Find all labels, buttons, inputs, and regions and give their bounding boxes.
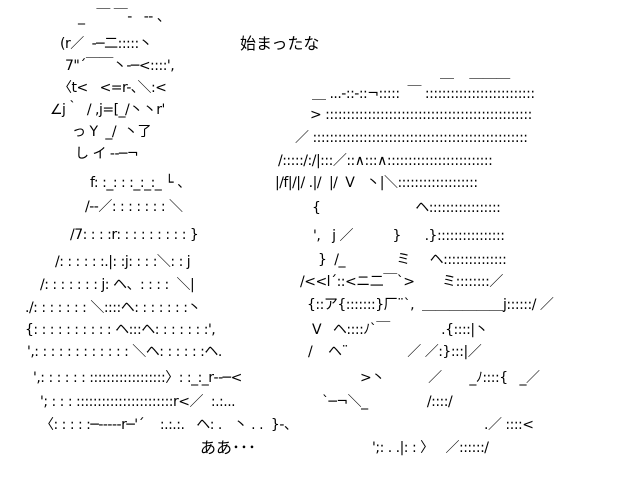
art-line: } /_ ミ ヘ::::::::::::::: <box>318 252 507 268</box>
art-line: ∠j｀ / ,j=[_/丶丶r' <box>50 102 165 118</box>
art-line: >丶 ／ _ﾉ::::{ _／ <box>360 370 540 386</box>
art-line: > ::::::::::::::::::::::::::::::::::::::… <box>310 107 532 123</box>
art-line: f: :_: : :_:_:_ └ 、 <box>90 175 191 191</box>
art-line: |/f|/|/ .|/ |/ V 丶|＼::::::::::::::::::: <box>275 175 478 191</box>
art-line: ';: . .|: : 〉 ／::::::/ <box>372 440 489 456</box>
art-line: 〈t< <=r-､＼:< <box>58 80 167 96</box>
art-line: ＿ ＿＿＿ <box>440 65 510 81</box>
art-line: { ヘ::::::::::::::::: <box>312 200 501 216</box>
art-line: /: : : : : :.|: :j: : : :＼: : j <box>55 254 191 270</box>
art-line: /‐‐／: : : : : : : ＼ <box>85 199 183 215</box>
art-line: ./: : : : : : : ＼::::ヘ: : : : : : :丶 <box>25 300 201 316</box>
art-line: / ヘ¨ ／ ／:}:::|／ <box>308 344 482 360</box>
art-line: (r／ ‐─二:::::丶 <box>60 36 153 52</box>
art-line: {::ア{:::::::}厂¨`, ＿＿＿＿＿＿j::::::/ ／ <box>307 297 554 313</box>
art-line: .／ ::::< <box>484 417 534 433</box>
art-line: /: : : : : : : j: ヘ、: : : : ＼| <box>40 277 195 293</box>
art-line: っ Y _/ 丶了 <box>72 124 152 140</box>
art-line: 〈: : : : :─‐‐‐--r─'´ :.:.:. ヘ: . 丶 . . }… <box>40 417 298 433</box>
art-line: ',: : : : : : : : : : : : ＼ヘ: : : : : :ヘ… <box>27 344 222 360</box>
art-line: V ヘ::::ﾉ`￣ .{::::|丶 <box>312 322 489 338</box>
art-line: /7: : : :r: : : : : : : : : } <box>70 227 199 243</box>
art-line: ',: : : : : : ::::::::::::::::::〉: :_:_r… <box>33 370 242 386</box>
art-line: {: : : : : : : : : : ヘ:::ヘ: : : : : : :'… <box>25 322 216 338</box>
art-line: `─¬＼_ /::::/ <box>322 394 453 410</box>
art-line: '; : : : :::::::::::::::::::::::r<／ :.:.… <box>40 394 236 410</box>
art-line: _ ￣ ￣‐ -‐ 、 <box>78 9 171 25</box>
art-line: ', j ／ } .}:::::::::::::::: <box>313 228 505 244</box>
art-line: ／ ::::::::::::::::::::::::::::::::::::::… <box>295 130 528 146</box>
speech-start: 始まったな <box>240 34 320 53</box>
art-line: 7"´￣￣丶‐─<::::', <box>65 58 175 74</box>
art-line: /:::::/:/|:::／::∧:::∧:::::::::::::::::::… <box>278 153 493 169</box>
speech-reply: ああ･･･ <box>200 438 257 457</box>
art-line: し イ ‐‐─¬ <box>75 146 139 162</box>
art-line: /<<l´::<ニ二￣`> ミ::::::::／ <box>300 274 503 290</box>
art-line: ＿ ...‐::-::¬::::: ￣ ::::::::::::::::::::… <box>312 86 535 102</box>
